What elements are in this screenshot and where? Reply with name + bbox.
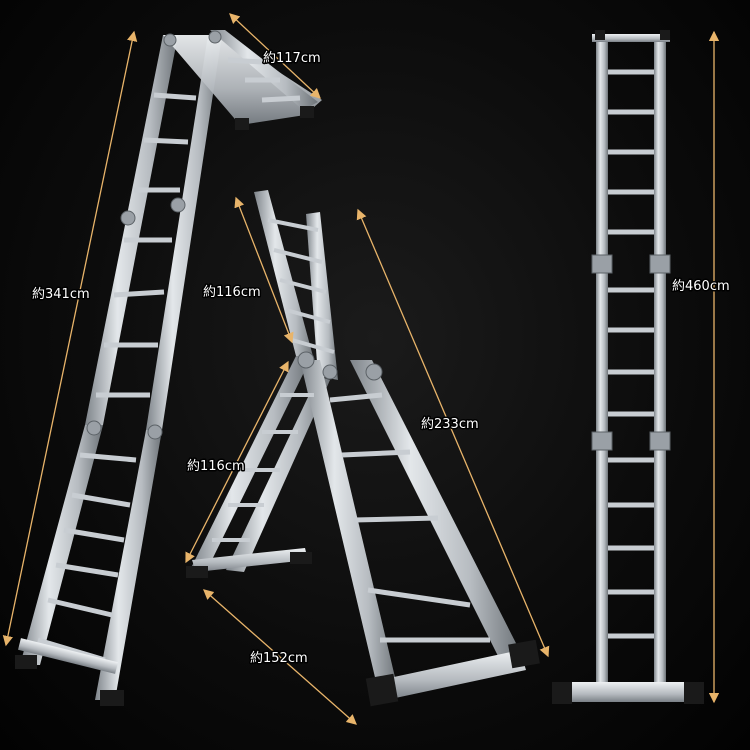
label-a-frame-total-length: 約233cm <box>421 417 479 432</box>
label-a-frame-lower-leg: 約116cm <box>187 459 245 474</box>
straight-ladder <box>552 30 704 704</box>
label-a-frame-upper-leg: 約116cm <box>203 285 261 300</box>
label-left-ladder-length: 約341cm <box>32 287 90 302</box>
arrow-a-frame-lower <box>185 360 289 564</box>
left-ladder <box>15 30 322 706</box>
dimension-labels: 約117cm 約341cm 約116cm 約116cm 約233cm 約152c… <box>31 50 732 668</box>
arrow-a-frame-total <box>356 208 550 658</box>
a-frame-ladder <box>186 190 540 707</box>
arrow-top-platform <box>229 13 321 99</box>
arrow-a-frame-upper <box>234 196 294 344</box>
dimension-arrows <box>2 13 720 725</box>
label-a-frame-base-spread: 約152cm <box>250 651 308 666</box>
arrow-left-ladder <box>2 30 138 647</box>
label-top-platform-width: 約117cm <box>263 51 321 66</box>
arrow-a-frame-base <box>203 589 357 725</box>
label-straight-ladder-length: 約460cm <box>672 279 730 294</box>
